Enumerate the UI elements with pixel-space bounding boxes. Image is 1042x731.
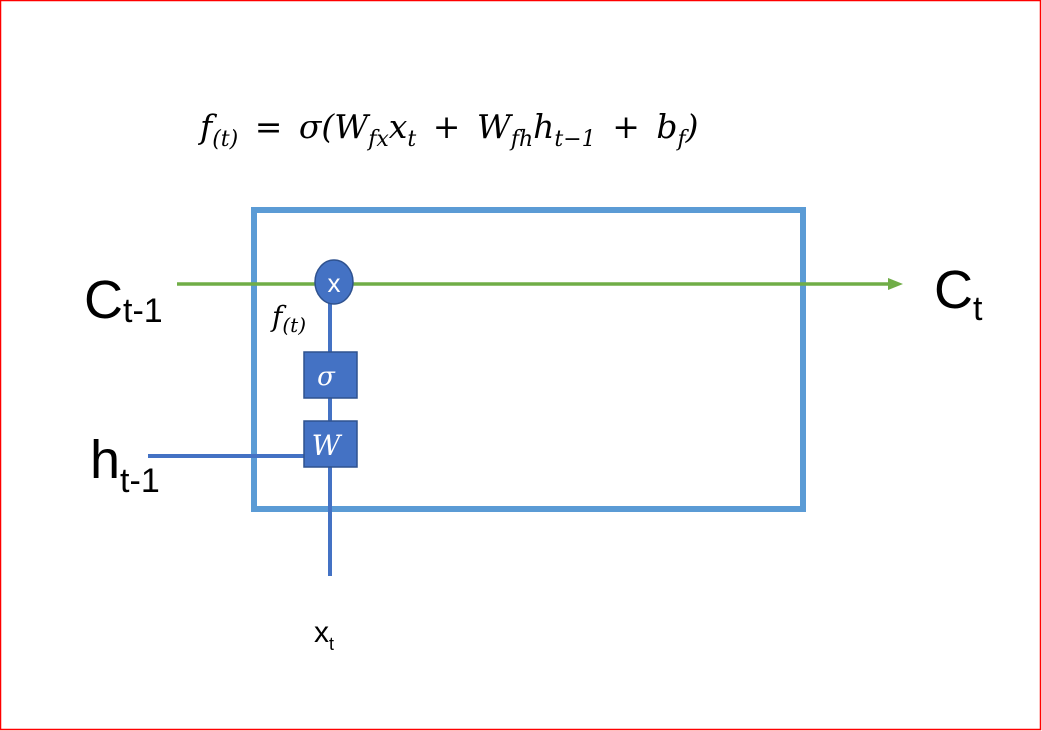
prev-hidden-state-label: ht-1 [90,430,160,500]
arrowhead-icon [888,278,903,290]
lstm-cell-box [251,207,806,512]
sigmoid-box [303,351,358,399]
sigmoid-label: σ [317,362,336,392]
forget-gate-equation: f(t) = σ(Wfxxt + Wfhht−1 + bf) [197,107,699,154]
weight-label: W [312,429,343,462]
prev-cell-state-label: Ct-1 [84,270,163,330]
input-label: xt [314,616,334,654]
weight-box [303,420,358,468]
cell-state-label: Ct [934,260,983,328]
multiply-icon: x [328,268,341,298]
multiply-node [314,259,354,305]
